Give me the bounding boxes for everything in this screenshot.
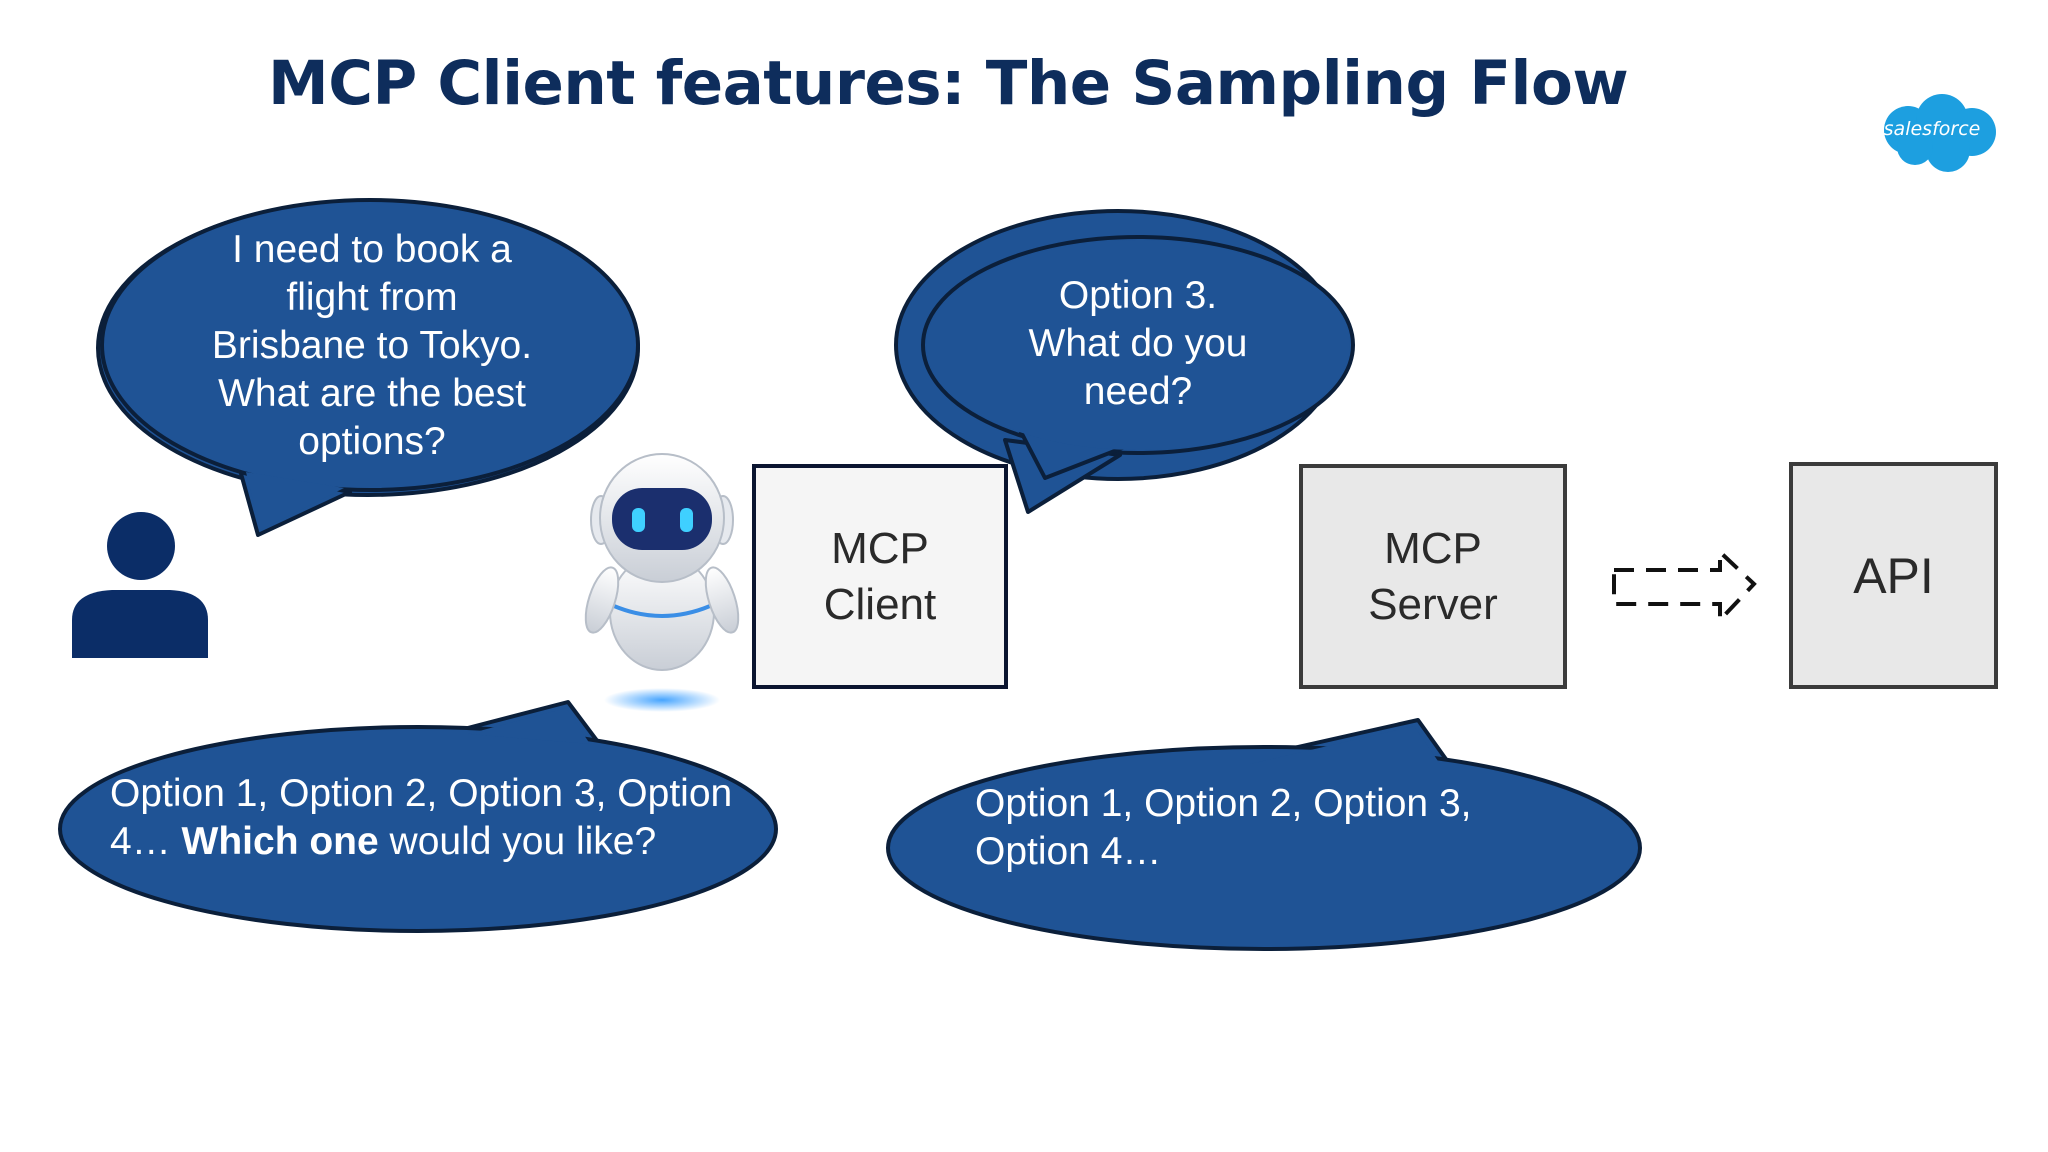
bubble-tail-cover <box>246 472 344 530</box>
dashed-arrow-right-icon <box>1612 547 1757 626</box>
bubble-line: Brisbane to Tokyo. <box>211 324 533 367</box>
box-line: MCP <box>1384 523 1482 573</box>
page-title: MCP Client features: The Sampling Flow <box>268 48 1629 119</box>
bubble-line: flight from <box>286 276 458 319</box>
user-head <box>107 512 175 580</box>
bubble-body <box>58 725 778 933</box>
bubble-line-prefix: 4… <box>110 820 182 863</box>
bubble-body <box>886 745 1642 951</box>
bubble-tail-cover <box>468 708 590 744</box>
user-request-bubble <box>96 198 640 537</box>
mcp-server-box <box>1299 464 1567 689</box>
box-line: API <box>1853 547 1934 604</box>
user-request-text: I need to book a flight from Brisbane to… <box>172 226 572 466</box>
robot-eye-right <box>680 508 693 532</box>
box-line: Client <box>823 579 937 629</box>
bubble-line: options? <box>298 420 446 463</box>
bubble-line: I need to book a <box>232 228 512 271</box>
bubble-front-cover <box>926 240 1350 450</box>
logo-cloud-part <box>1926 128 1970 172</box>
robot-face <box>612 488 712 550</box>
robot-belt <box>613 604 711 618</box>
sampling-reply-bubble <box>894 209 1355 514</box>
bubble-line: 4… Which one would you like? <box>110 818 790 866</box>
client-answer-bubble <box>58 700 778 933</box>
bubble-line: Option 1, Option 2, Option 3, Option <box>110 772 733 815</box>
user-silhouette-icon <box>72 512 208 658</box>
robot-arm-left <box>584 566 620 634</box>
client-answer-text: Option 1, Option 2, Option 3, Option 4… … <box>110 770 790 866</box>
api-box <box>1789 462 1998 689</box>
bubble-line: need? <box>1083 370 1193 413</box>
bubble-line-bold: Which one <box>181 820 379 863</box>
bubble-line: Option 3. <box>1058 274 1218 317</box>
salesforce-logo <box>1884 94 1996 172</box>
box-line: Server <box>1368 579 1498 629</box>
salesforce-logo-text: salesforce <box>1883 118 1981 140</box>
bubble-line: What are the best <box>218 372 526 415</box>
robot-assistant-icon <box>584 453 740 712</box>
bubble-line-suffix: would you like? <box>378 820 657 863</box>
mcp-server-label: MCP Server <box>1301 466 1565 687</box>
logo-cloud-part <box>1897 129 1933 165</box>
mcp-client-box <box>752 464 1008 689</box>
robot-glow <box>604 688 720 712</box>
robot-arm-right <box>704 566 740 634</box>
mcp-client-label: MCP Client <box>754 466 1006 687</box>
robot-eye-left <box>632 508 645 532</box>
api-label: API <box>1791 464 1996 687</box>
box-line: MCP <box>831 523 929 573</box>
bubble-line: Option 4… <box>975 830 1162 873</box>
bubble-line: Option 1, Option 2, Option 3, <box>975 782 1472 825</box>
sampling-reply-text: Option 3. What do you need? <box>988 272 1288 416</box>
server-answer-text: Option 1, Option 2, Option 3, Option 4… <box>975 780 1535 876</box>
bubble-tail-cover <box>1250 726 1440 764</box>
user-body <box>72 590 208 658</box>
bubble-body <box>100 198 640 492</box>
bubble-line: What do you <box>1028 322 1248 365</box>
server-answer-bubble <box>886 718 1642 951</box>
